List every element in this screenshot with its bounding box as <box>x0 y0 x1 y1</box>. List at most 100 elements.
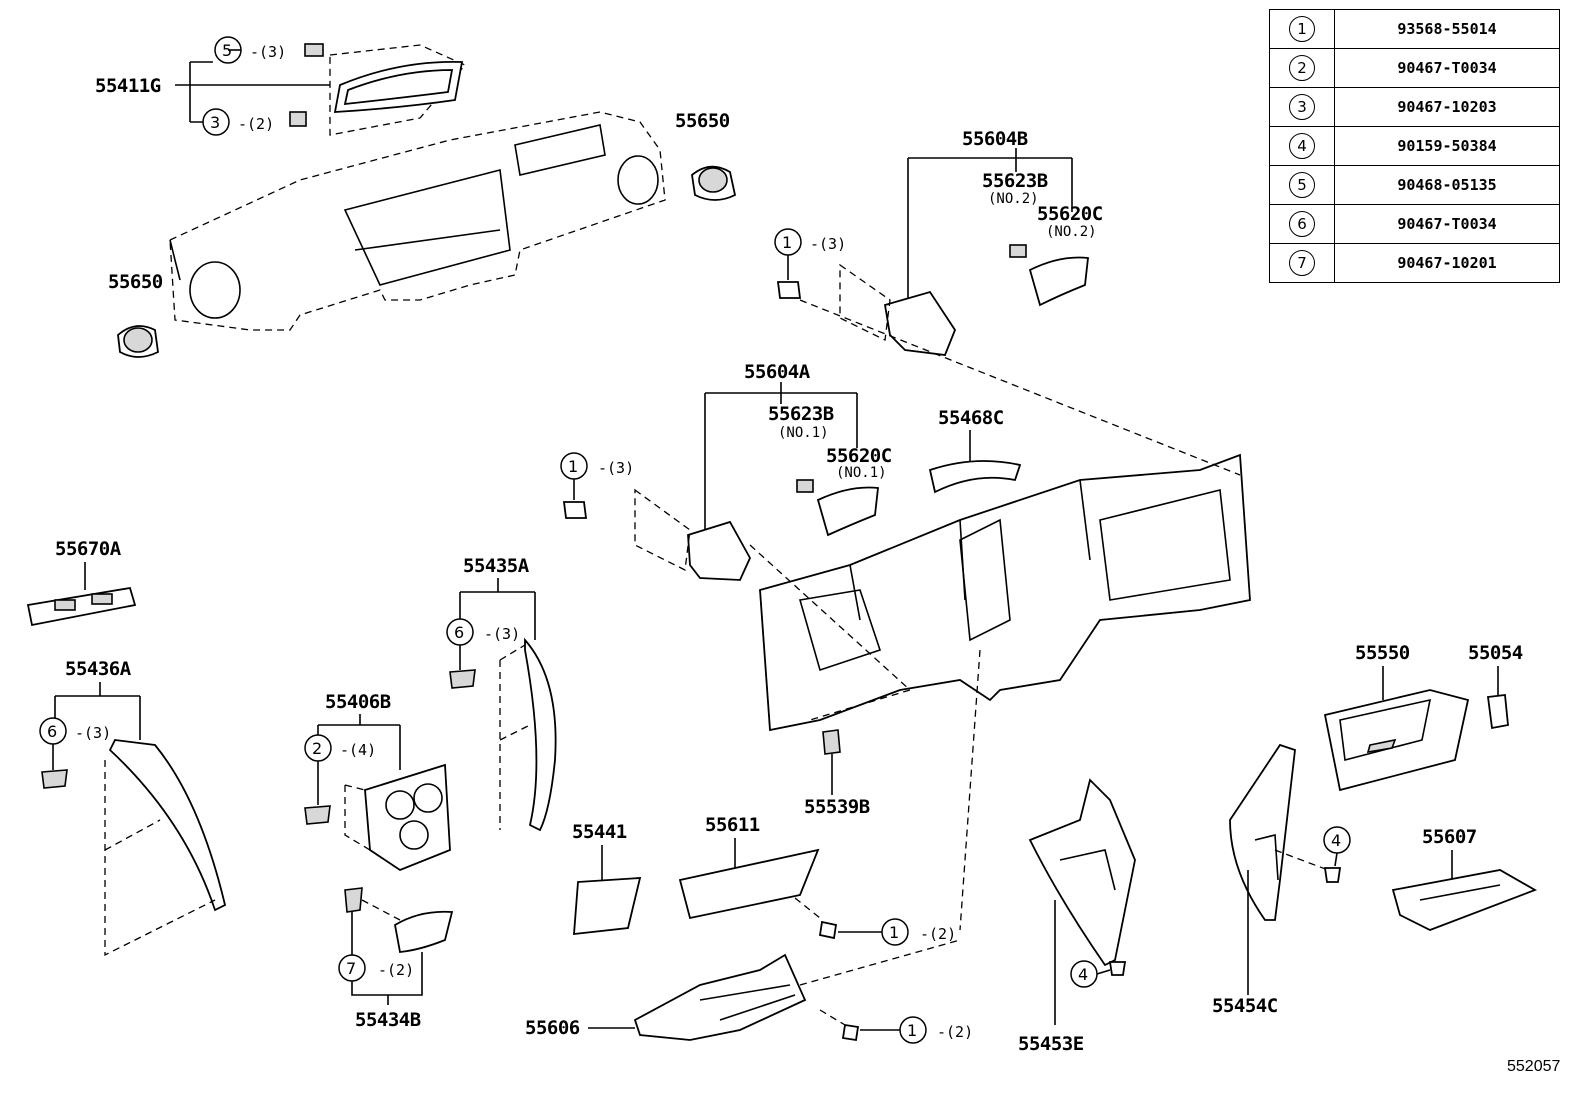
callout-6-a: 6 <box>454 623 464 642</box>
label-55623B-no2: 55623B <box>982 170 1048 192</box>
legend-part-number: 90467-T0034 <box>1334 48 1560 88</box>
legend-row: 1 93568-55014 <box>1269 9 1560 49</box>
label-55650-right: 55650 <box>675 110 730 132</box>
callout-2: 2 <box>312 739 322 758</box>
label-55435A: 55435A <box>463 555 530 577</box>
legend-part-number: 90468-05135 <box>1334 165 1560 205</box>
legend-key-circle: 6 <box>1289 211 1315 237</box>
side-defroster-nozzle-no2 <box>839 244 1089 356</box>
qty-3: -(2) <box>238 115 274 133</box>
callout-7: 7 <box>346 959 356 978</box>
qty-1-upper: -(3) <box>810 235 846 253</box>
instrument-panel-upper <box>169 111 666 331</box>
label-55623B-no1: 55623B <box>768 403 834 425</box>
legend-key-circle: 7 <box>1289 250 1315 276</box>
instrument-panel-reinforcement <box>759 453 1251 931</box>
label-no2-a: (NO.2) <box>988 191 1039 207</box>
clip-part <box>822 729 841 755</box>
label-55611: 55611 <box>705 814 760 836</box>
legend-key-cell: 5 <box>1269 165 1335 205</box>
callout-4-454: 4 <box>1331 831 1341 850</box>
legend-part-number: 90467-10203 <box>1334 87 1560 127</box>
lower-panel-part <box>678 848 820 920</box>
cluster-finish-part <box>289 43 467 136</box>
legend-key-cell: 3 <box>1269 87 1335 127</box>
label-55604A: 55604A <box>744 361 811 383</box>
label-55436A: 55436A <box>65 658 132 680</box>
legend-key-circle: 1 <box>1289 16 1315 42</box>
side-vent-right <box>691 165 737 201</box>
legend-part-number: 90159-50384 <box>1334 126 1560 166</box>
label-55650-left: 55650 <box>108 271 163 293</box>
glove-box-part <box>1323 689 1470 792</box>
legend-key-cell: 2 <box>1269 48 1335 88</box>
legend-key-cell: 4 <box>1269 126 1335 166</box>
legend-key-cell: 1 <box>1269 9 1335 49</box>
glove-box-side-part <box>1229 743 1296 921</box>
glove-box-lock-part <box>1486 693 1509 730</box>
label-55606: 55606 <box>525 1017 580 1039</box>
label-55620C-no2: 55620C <box>1037 203 1103 225</box>
callout-3: 3 <box>210 113 220 132</box>
label-55054: 55054 <box>1468 642 1523 664</box>
callout-5: 5 <box>222 41 232 60</box>
legend-key-cell: 6 <box>1269 204 1335 244</box>
callout-6-b: 6 <box>47 722 57 741</box>
label-no2-b: (NO.2) <box>1046 224 1097 240</box>
legend-key-circle: 4 <box>1289 133 1315 159</box>
callout-1-55611: 1 <box>889 923 899 942</box>
legend-key-circle: 5 <box>1289 172 1315 198</box>
qty-1-55606: -(2) <box>937 1023 973 1041</box>
label-55620C-no1: 55620C <box>826 445 892 467</box>
legend-row: 3 90467-10203 <box>1269 87 1560 127</box>
qty-2: -(4) <box>340 741 376 759</box>
label-55454C: 55454C <box>1212 995 1278 1017</box>
legend-key-circle: 2 <box>1289 55 1315 81</box>
label-55604B: 55604B <box>962 128 1028 150</box>
side-panel-left-part <box>108 739 227 912</box>
lower-bracket-part <box>633 939 961 1041</box>
callout-1-upper: 1 <box>782 233 792 252</box>
label-55550: 55550 <box>1355 642 1410 664</box>
qty-6-a: -(3) <box>484 625 520 643</box>
qty-1-55611: -(2) <box>920 925 956 943</box>
callout-4-453: 4 <box>1078 965 1088 984</box>
side-vent-left <box>117 325 159 358</box>
legend-row: 6 90467-T0034 <box>1269 204 1560 244</box>
label-55441: 55441 <box>572 821 627 843</box>
label-55468C: 55468C <box>938 407 1004 429</box>
side-panel-right-part <box>524 637 557 832</box>
label-no1-b: (NO.1) <box>836 465 887 481</box>
side-defroster-nozzle-no1 <box>634 479 879 581</box>
legend-part-number: 93568-55014 <box>1334 9 1560 49</box>
callout-1-55606: 1 <box>907 1021 917 1040</box>
fastener-legend-table: 1 93568-55014 2 90467-T0034 3 90467-10203 4 901… <box>1269 9 1560 283</box>
label-no1-a: (NO.1) <box>778 425 829 441</box>
legend-row: 2 90467-T0034 <box>1269 48 1560 88</box>
qty-6-b: -(3) <box>75 724 111 742</box>
legend-key-cell: 7 <box>1269 243 1335 283</box>
label-55411G: 55411G <box>95 75 161 97</box>
center-register-part <box>26 586 137 627</box>
diagram-code: 552057 <box>1507 1058 1561 1075</box>
glove-box-bracket-part <box>1391 869 1538 931</box>
label-55406B: 55406B <box>325 691 391 713</box>
callout-1-mid: 1 <box>568 457 578 476</box>
label-55539B: 55539B <box>804 796 870 818</box>
qty-5: -(3) <box>250 43 286 61</box>
defroster-nozzle-part <box>928 460 1022 494</box>
qty-1-mid: -(3) <box>598 459 634 477</box>
legend-part-number: 90467-T0034 <box>1334 204 1560 244</box>
legend-row: 5 90468-05135 <box>1269 165 1560 205</box>
label-55434B: 55434B <box>355 1009 421 1031</box>
qty-7: -(2) <box>378 961 414 979</box>
pocket-part <box>573 877 642 936</box>
lower-finish-part <box>344 887 454 953</box>
label-55670A: 55670A <box>55 538 122 560</box>
legend-row: 4 90159-50384 <box>1269 126 1560 166</box>
legend-key-circle: 3 <box>1289 94 1315 120</box>
label-55453E: 55453E <box>1018 1033 1084 1055</box>
center-cluster-finish-part <box>344 763 451 872</box>
